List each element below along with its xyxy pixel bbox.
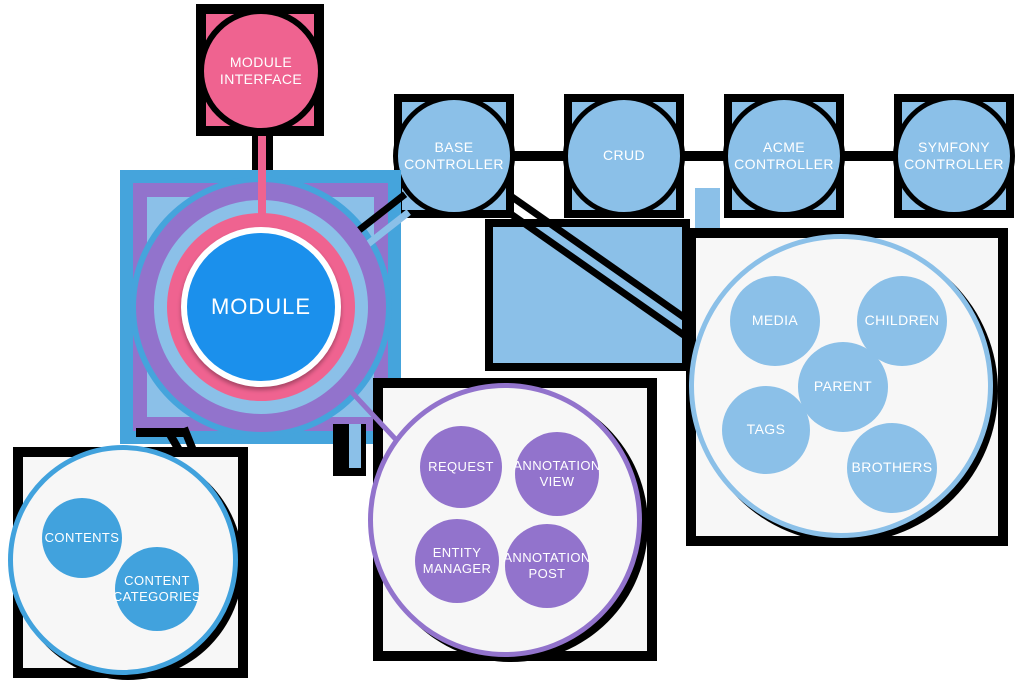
node-annotation-view: ANNOTATION VIEW bbox=[513, 432, 600, 516]
bridge-rect bbox=[695, 188, 720, 230]
node-crud: CRUD bbox=[563, 95, 685, 217]
connector-module-services-core bbox=[349, 424, 361, 468]
node-annotation-post: ANNOTATION POST bbox=[503, 524, 590, 608]
connector-module-contents-bar bbox=[136, 428, 188, 437]
node-symfony-controller: SYMFONY CONTROLLER bbox=[893, 95, 1015, 217]
node-brothers: BROTHERS bbox=[847, 423, 937, 513]
connector-interface-pink-core bbox=[258, 136, 266, 214]
node-module-interface: MODULE INTERFACE bbox=[198, 8, 324, 134]
connector-acme-symfony bbox=[843, 151, 895, 161]
node-entity-manager: ENTITY MANAGER bbox=[415, 519, 499, 603]
node-parent: PARENT bbox=[798, 342, 888, 432]
content-group-circle bbox=[8, 445, 238, 675]
node-base-controller: BASE CONTROLLER bbox=[393, 95, 515, 217]
node-module: MODULE bbox=[187, 233, 335, 381]
connector-crud-acme bbox=[683, 151, 725, 161]
node-content-categories: CONTENT CATEGORIES bbox=[113, 547, 201, 631]
connector-base-crud bbox=[513, 151, 565, 161]
service-group-circle bbox=[368, 383, 642, 657]
node-children: CHILDREN bbox=[857, 276, 947, 366]
node-tags: TAGS bbox=[722, 386, 810, 474]
node-acme-controller: ACME CONTROLLER bbox=[723, 95, 845, 217]
node-request: REQUEST bbox=[420, 426, 502, 508]
node-contents: CONTENTS bbox=[42, 498, 122, 578]
node-media: MEDIA bbox=[730, 276, 820, 366]
